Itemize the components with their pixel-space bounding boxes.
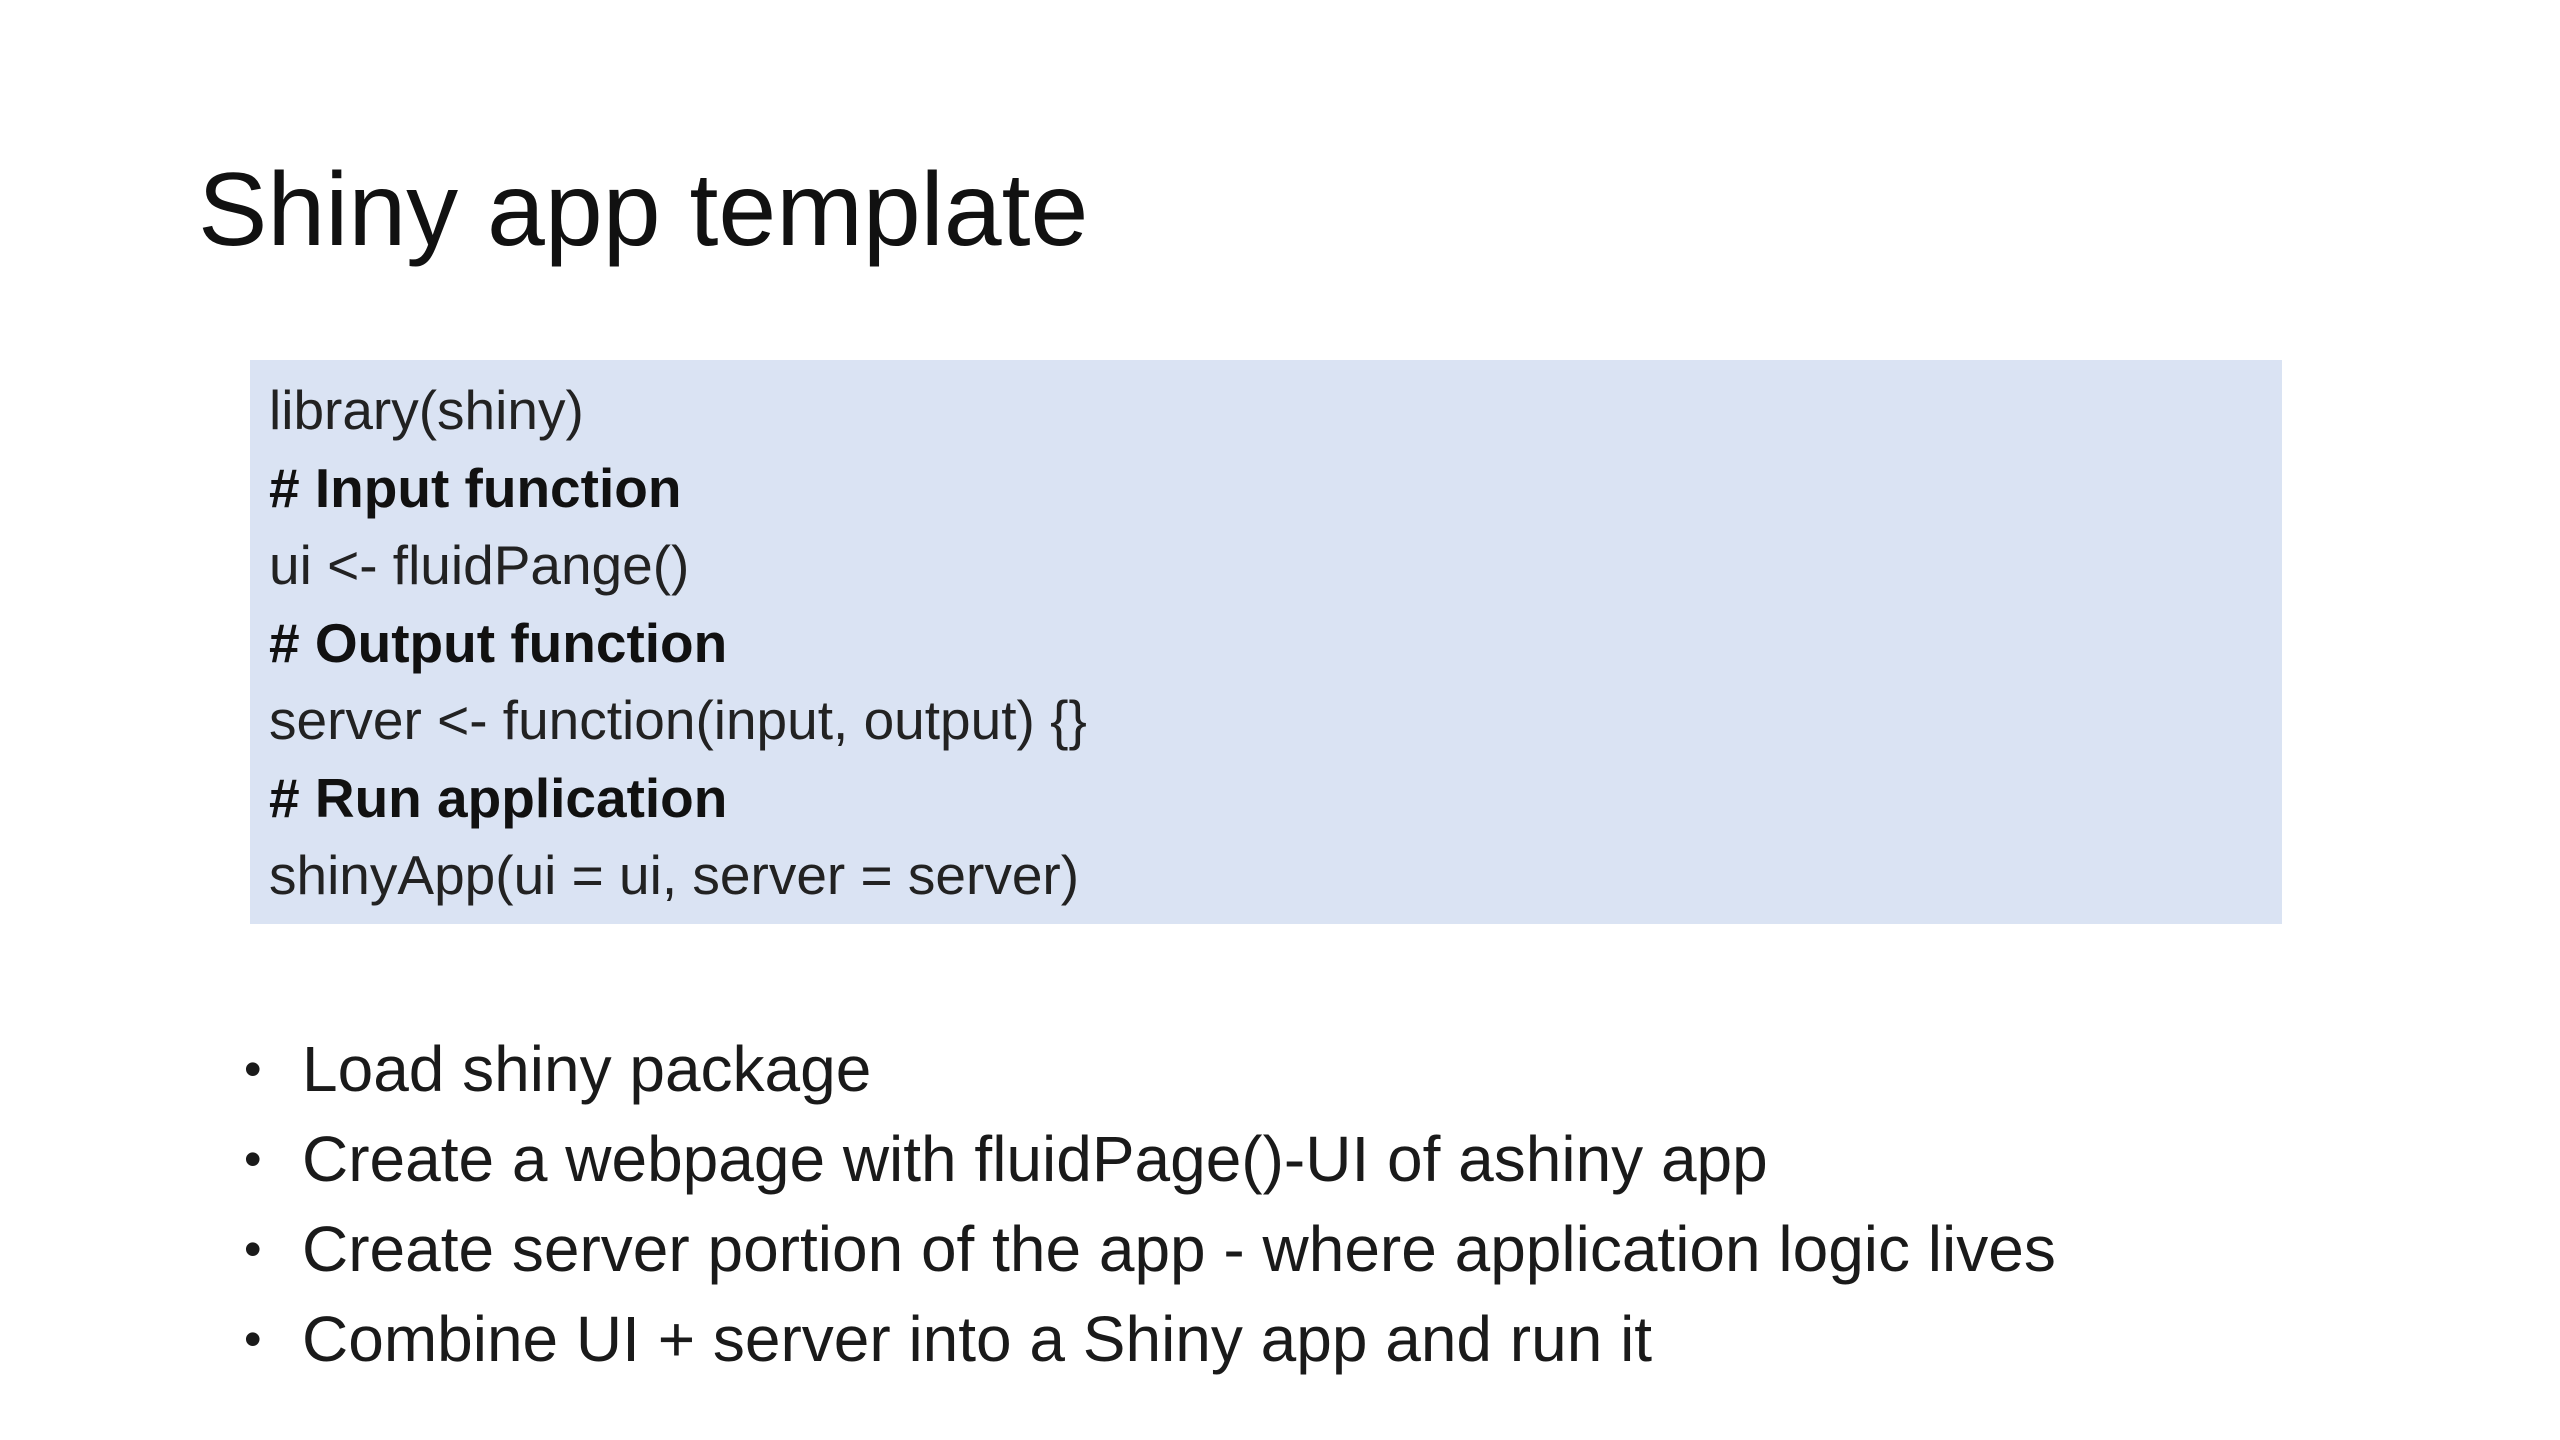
slide-title: Shiny app template [198, 152, 1089, 268]
bullet-item-combine: • Combine UI + server into a Shiny app a… [238, 1294, 2056, 1384]
code-comment-output: # Output function [269, 611, 728, 674]
code-line-server: server <- function(input, output) {} [269, 689, 1087, 751]
bullet-text: Combine UI + server into a Shiny app and… [302, 1303, 1653, 1375]
bullet-text: Create a webpage with fluidPage()-UI of … [302, 1123, 1768, 1195]
code-block: library(shiny) # Input function ui <- fl… [250, 360, 2282, 924]
bullet-icon: • [244, 1041, 262, 1097]
bullet-icon: • [244, 1311, 262, 1367]
bullet-item-load: • Load shiny package [238, 1024, 2056, 1114]
bullet-list: • Load shiny package • Create a webpage … [238, 1024, 2056, 1384]
code-line-library: library(shiny) [269, 379, 584, 441]
code-line-shinyapp: shinyApp(ui = ui, server = server) [269, 844, 1080, 906]
bullet-item-create-server: • Create server portion of the app - whe… [238, 1204, 2056, 1294]
bullet-icon: • [244, 1221, 262, 1277]
bullet-text: Load shiny package [302, 1033, 872, 1105]
code-line-ui: ui <- fluidPange() [269, 534, 690, 596]
code-comment-run: # Run application [269, 766, 728, 829]
code-comment-input: # Input function [269, 456, 682, 519]
bullet-text: Create server portion of the app - where… [302, 1213, 2056, 1285]
bullet-icon: • [244, 1131, 262, 1187]
bullet-item-create-webpage: • Create a webpage with fluidPage()-UI o… [238, 1114, 2056, 1204]
